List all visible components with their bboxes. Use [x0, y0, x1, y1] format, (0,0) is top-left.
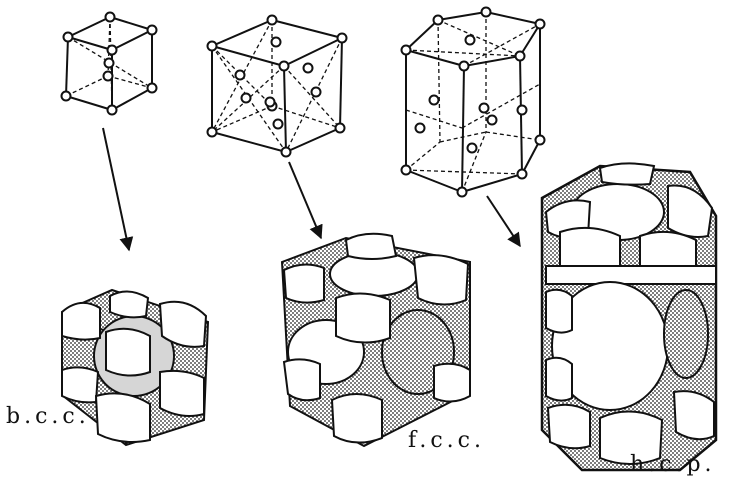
fcc-label: f.c.c. — [408, 428, 485, 453]
bcc-label: b.c.c. — [6, 404, 90, 429]
bcc-arrow — [103, 128, 129, 250]
hcp-lattice — [402, 8, 545, 197]
bcc-lattice — [62, 13, 157, 115]
hcp-packing-model — [542, 163, 716, 470]
fcc-arrow — [289, 162, 321, 238]
fcc-packing-model — [282, 234, 470, 446]
hcp-arrow — [487, 196, 520, 246]
hcp-label: h.c.p. — [630, 452, 716, 477]
fcc-lattice — [208, 16, 347, 157]
